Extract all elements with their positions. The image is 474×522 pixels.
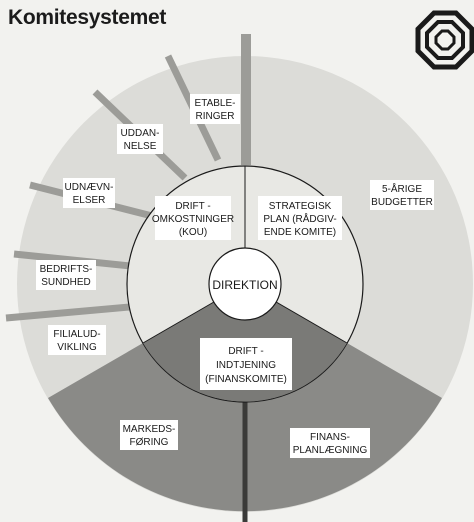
svg-text:NELSE: NELSE: [124, 141, 157, 152]
svg-text:DRIFT -: DRIFT -: [175, 201, 210, 212]
svg-text:UDNÆVN-: UDNÆVN-: [65, 182, 114, 193]
center-circle: [208, 247, 282, 321]
box-drift-omkostninger: DRIFT - OMKOSTNINGER (KOU): [152, 196, 234, 240]
company-logo-icon: [415, 10, 474, 70]
box-etableringer: ETABLE- RINGER: [190, 94, 240, 124]
svg-text:FINANS-: FINANS-: [310, 432, 350, 443]
box-strategisk-plan: STRATEGISK PLAN (RÅDGIV- ENDE KOMITE): [258, 196, 342, 240]
svg-text:FILIALUD-: FILIALUD-: [53, 329, 100, 340]
svg-text:ELSER: ELSER: [73, 195, 106, 206]
svg-text:PLANLÆGNING: PLANLÆGNING: [293, 445, 368, 456]
svg-text:ENDE KOMITE): ENDE KOMITE): [264, 227, 336, 238]
box-bedriftssundhed: BEDRIFTS- SUNDHED: [36, 260, 96, 290]
svg-text:RINGER: RINGER: [196, 111, 235, 122]
center-label: DIREKTION: [212, 278, 277, 292]
svg-text:UDDAN-: UDDAN-: [121, 128, 160, 139]
svg-text:MARKEDS-: MARKEDS-: [123, 424, 176, 435]
box-udnaevnelser: UDNÆVN- ELSER: [63, 178, 115, 208]
svg-text:FØRING: FØRING: [130, 437, 169, 448]
box-filialudvikling: FILIALUD- VIKLING: [48, 325, 106, 355]
diagram-title: Komitesystemet: [8, 6, 167, 29]
svg-text:(FINANSKOMITE): (FINANSKOMITE): [205, 374, 287, 385]
svg-text:INDTJENING: INDTJENING: [216, 360, 276, 371]
box-markedsforing: MARKEDS- FØRING: [120, 420, 178, 450]
box-drift-indtjening: DRIFT - INDTJENING (FINANSKOMITE): [200, 338, 292, 390]
svg-text:VIKLING: VIKLING: [57, 342, 97, 353]
svg-text:SUNDHED: SUNDHED: [41, 277, 90, 288]
svg-text:OMKOSTNINGER: OMKOSTNINGER: [152, 214, 234, 225]
box-uddannelse: UDDAN- NELSE: [117, 124, 163, 154]
svg-text:STRATEGISK: STRATEGISK: [269, 201, 332, 212]
svg-text:(KOU): (KOU): [179, 227, 207, 238]
svg-text:DRIFT -: DRIFT -: [228, 346, 263, 357]
box-finansplanlaegning: FINANS- PLANLÆGNING: [290, 428, 370, 458]
svg-text:BUDGETTER: BUDGETTER: [371, 197, 433, 208]
svg-text:ETABLE-: ETABLE-: [195, 98, 236, 109]
svg-text:PLAN (RÅDGIV-: PLAN (RÅDGIV-: [263, 212, 336, 225]
svg-text:5-ÅRIGE: 5-ÅRIGE: [382, 182, 422, 195]
svg-text:BEDRIFTS-: BEDRIFTS-: [40, 264, 93, 275]
box-5-aarige-budgetter: 5-ÅRIGE BUDGETTER: [370, 180, 434, 210]
